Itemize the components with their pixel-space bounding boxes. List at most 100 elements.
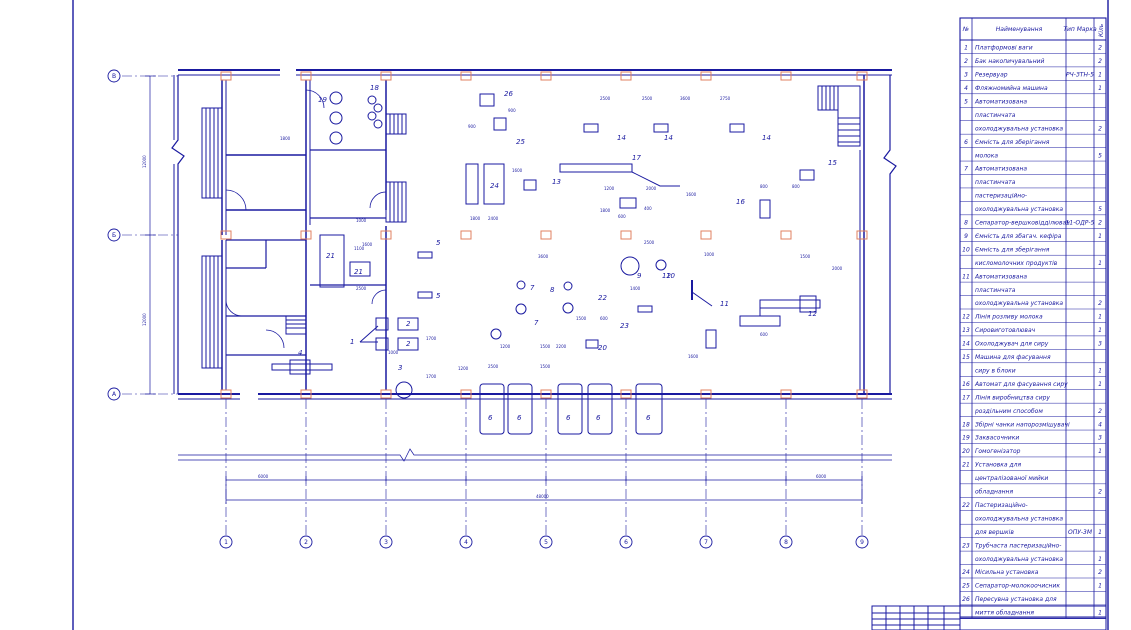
- table-cell-name: миття обладнання: [975, 610, 1034, 617]
- table-cell-name: Машина для фасування: [975, 354, 1051, 361]
- inner-dimension: 600: [618, 214, 626, 219]
- axis-row-label: А: [112, 391, 117, 398]
- table-cell-qty: 1: [1098, 327, 1102, 334]
- inner-dimension: 800: [760, 184, 768, 189]
- table-cell-qty: 3: [1098, 341, 1102, 348]
- table-cell-name: Платформові ваги: [975, 45, 1033, 52]
- inner-dimension: 800: [792, 184, 800, 189]
- equipment-label: 6: [517, 414, 522, 422]
- table-cell-name: охолоджувальна установка: [975, 206, 1063, 213]
- table-cell-name: пластинчата: [975, 112, 1016, 119]
- table-cell-num: 23: [962, 542, 970, 549]
- inner-dimension: 1200: [500, 344, 511, 349]
- table-cell-qty: 4: [1098, 421, 1102, 428]
- axis-row-label: Б: [112, 232, 116, 239]
- table-cell-num: 9: [964, 233, 968, 240]
- equipment-label: 18: [370, 84, 379, 92]
- table-cell-name: Бак накопичувальний: [975, 58, 1045, 65]
- table-header-type: Тип Марка: [1063, 26, 1097, 33]
- inner-dimension: 1500: [540, 364, 551, 369]
- table-cell-qty: 1: [1098, 529, 1102, 536]
- inner-dimension: 1800: [600, 208, 611, 213]
- equipment-label: 22: [598, 294, 607, 302]
- column-marker: [380, 389, 392, 399]
- equipment-label: 21: [354, 268, 363, 276]
- column-marker: [220, 230, 232, 240]
- table-cell-name: Сепаратор-вершковідділювач: [975, 220, 1070, 227]
- column-marker: [700, 71, 712, 81]
- axis-col-label: 3: [384, 539, 388, 546]
- equipment-label: 4: [298, 349, 302, 357]
- inner-dimension: 1700: [426, 336, 437, 341]
- sheet-frame: [72, 0, 1109, 630]
- table-cell-num: 25: [962, 583, 970, 590]
- table-cell-qty: 1: [1098, 260, 1102, 267]
- table-cell-num: 20: [962, 448, 970, 455]
- inner-dimension: 1400: [630, 286, 641, 291]
- table-cell-num: 11: [962, 273, 970, 280]
- equipment-label: 15: [828, 159, 837, 167]
- equipment-label: 17: [632, 154, 641, 162]
- dimension-texts: 12000 12000 6000 6000 48000: [142, 155, 827, 499]
- inner-dimension: 900: [508, 108, 516, 113]
- column-marker: [300, 230, 312, 240]
- table-cell-name: Автомат для фасування сиру: [974, 381, 1068, 388]
- inner-dimension: 400: [644, 206, 652, 211]
- inner-dimension: 1500: [540, 344, 551, 349]
- inner-dimension: 1700: [426, 374, 437, 379]
- table-cell-num: 15: [962, 354, 970, 361]
- table-cell-name: охолоджувальна установка: [975, 125, 1063, 132]
- axis-col-label: 1: [224, 539, 228, 546]
- table-cell-name: Лінія розливу молока: [974, 314, 1043, 321]
- inner-dimension: 600: [600, 316, 608, 321]
- table-cell-name: Сировиготовлювач: [975, 327, 1036, 334]
- table-cell-name: централізованої мийки: [975, 475, 1048, 482]
- equipment-label: 3: [398, 364, 402, 372]
- table-cell-qty: 2: [1098, 125, 1102, 132]
- equipment-label: 7: [530, 284, 535, 292]
- inner-dimension: 2000: [832, 266, 843, 271]
- table-cell-num: 24: [962, 569, 970, 576]
- column-marker: [856, 230, 868, 240]
- table-cell-num: 4: [964, 85, 968, 92]
- table-cell-name: сиру в блоки: [975, 367, 1016, 374]
- column-marker: [780, 389, 792, 399]
- column-marker: [380, 71, 392, 81]
- table-cell-num: 8: [964, 220, 968, 227]
- dim-bottom-right: 6000: [816, 474, 827, 479]
- table-cell-type: 11-ОДР-5: [1066, 220, 1095, 227]
- table-cell-name: Ємність для зберігання: [975, 139, 1050, 146]
- table-cell-name: охолоджувальна установка: [975, 556, 1063, 563]
- inner-dimension: 1500: [576, 316, 587, 321]
- inner-dimension: 2500: [488, 364, 499, 369]
- table-cell-num: 12: [962, 314, 970, 321]
- inner-dimension: 3600: [538, 254, 549, 259]
- table-cell-qty: 1: [1098, 72, 1102, 79]
- equipment-label: 10: [666, 272, 675, 280]
- table-cell-num: 18: [962, 421, 970, 428]
- equipment-label: 2: [406, 340, 411, 348]
- table-cell-name: обладнання: [975, 489, 1013, 496]
- axis-row-label: В: [112, 73, 116, 80]
- column-marker: [700, 230, 712, 240]
- column-marker: [300, 71, 312, 81]
- axis-col-label: 4: [464, 539, 468, 546]
- equipment-label: 14: [617, 134, 626, 142]
- equipment-label: 2: [406, 320, 411, 328]
- column-marker: [380, 230, 392, 240]
- table-cell-type: РЧ-ЗТН-5: [1066, 72, 1094, 79]
- table-cell-num: 3: [964, 72, 968, 79]
- column-marker: [620, 230, 632, 240]
- equipment-label: 19: [318, 96, 327, 104]
- inner-dimension: 2500: [600, 96, 611, 101]
- table-cell-num: 14: [962, 341, 970, 348]
- table-cell-name: Резервуар: [975, 72, 1008, 79]
- table-cell-name: Автоматизована: [974, 166, 1027, 173]
- table-cell-name: Ємність для збагач. кефіра: [975, 233, 1062, 240]
- column-marker: [220, 389, 232, 399]
- equipment-label: 23: [620, 322, 629, 330]
- inner-dimension: 2000: [646, 186, 657, 191]
- table-cell-name: охолоджувальна установка: [975, 515, 1063, 522]
- inner-dimension: 1600: [688, 354, 699, 359]
